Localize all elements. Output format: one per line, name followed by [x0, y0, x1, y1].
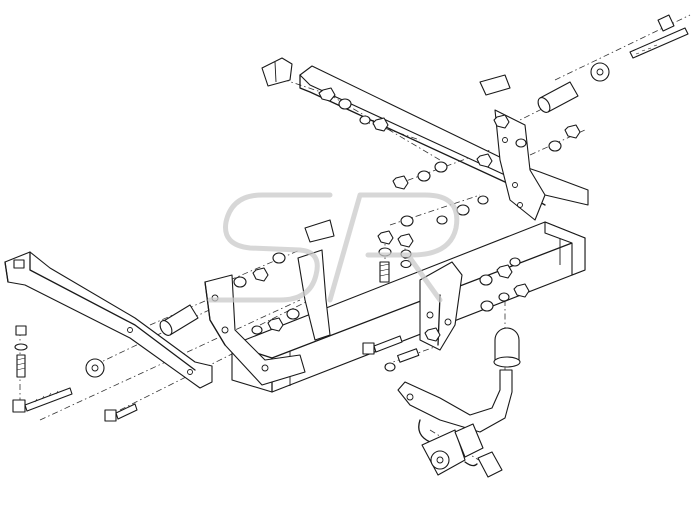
tow-ball-arm — [397, 327, 521, 443]
left-side-arm — [4, 251, 213, 389]
long-bolt-top-right — [537, 14, 689, 113]
right-side-arm — [299, 65, 589, 221]
watermark-logo: SR — [207, 192, 460, 303]
assembly-axes — [19, 14, 691, 471]
bolt-stack-left — [12, 325, 73, 413]
spacer-tube-left — [85, 304, 199, 378]
electric-socket — [421, 423, 503, 478]
nuts-and-washers — [233, 87, 581, 372]
bolt-bottom-left — [104, 403, 138, 422]
angle-clips — [261, 57, 511, 243]
